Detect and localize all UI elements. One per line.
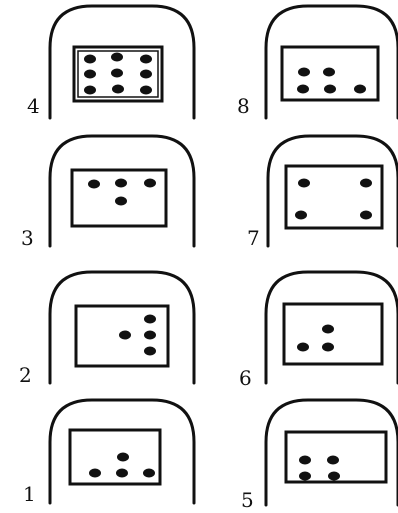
- dot: [84, 55, 96, 64]
- dot-card-7: [268, 136, 398, 246]
- card-number-3: 3: [21, 228, 34, 248]
- dot: [143, 469, 155, 478]
- dot: [144, 347, 156, 356]
- dot: [88, 180, 100, 189]
- card-outline: [50, 400, 194, 503]
- dot: [140, 86, 152, 95]
- card-number-4: 4: [27, 96, 40, 116]
- dot: [354, 85, 366, 94]
- card-number-8: 8: [237, 96, 250, 116]
- card-number-5: 5: [241, 490, 254, 510]
- card-window: [284, 304, 382, 364]
- card-number-1: 1: [23, 484, 36, 504]
- dot: [322, 325, 334, 334]
- dot-card-2: [50, 272, 194, 383]
- dot: [84, 86, 96, 95]
- dot: [116, 469, 128, 478]
- dot: [324, 85, 336, 94]
- dot: [298, 68, 310, 77]
- dot: [299, 472, 311, 481]
- dot: [360, 179, 372, 188]
- dot-card-5: [266, 400, 398, 505]
- dot-card-8: [266, 6, 398, 118]
- dot: [115, 197, 127, 206]
- dot: [298, 179, 310, 188]
- dot: [299, 456, 311, 465]
- dot: [111, 53, 123, 62]
- dot: [89, 469, 101, 478]
- dot: [322, 343, 334, 352]
- dot: [119, 331, 131, 340]
- dot: [328, 472, 340, 481]
- dot: [297, 343, 309, 352]
- dot: [327, 456, 339, 465]
- dot: [295, 211, 307, 220]
- dot: [140, 55, 152, 64]
- dot: [140, 70, 152, 79]
- card-number-7: 7: [247, 228, 260, 248]
- dot: [360, 211, 372, 220]
- dot: [144, 331, 156, 340]
- card-number-6: 6: [239, 368, 252, 388]
- dot: [144, 315, 156, 324]
- card-number-2: 2: [19, 365, 32, 385]
- dot: [84, 70, 96, 79]
- dot-card-4: [50, 6, 194, 118]
- dot-card-1: [50, 400, 194, 503]
- dot: [323, 68, 335, 77]
- dot: [297, 85, 309, 94]
- dot: [117, 453, 129, 462]
- dot: [112, 85, 124, 94]
- dot: [144, 179, 156, 188]
- dot-card-6: [266, 272, 398, 383]
- dot-card-3: [50, 136, 194, 246]
- dot: [115, 179, 127, 188]
- dot: [111, 69, 123, 78]
